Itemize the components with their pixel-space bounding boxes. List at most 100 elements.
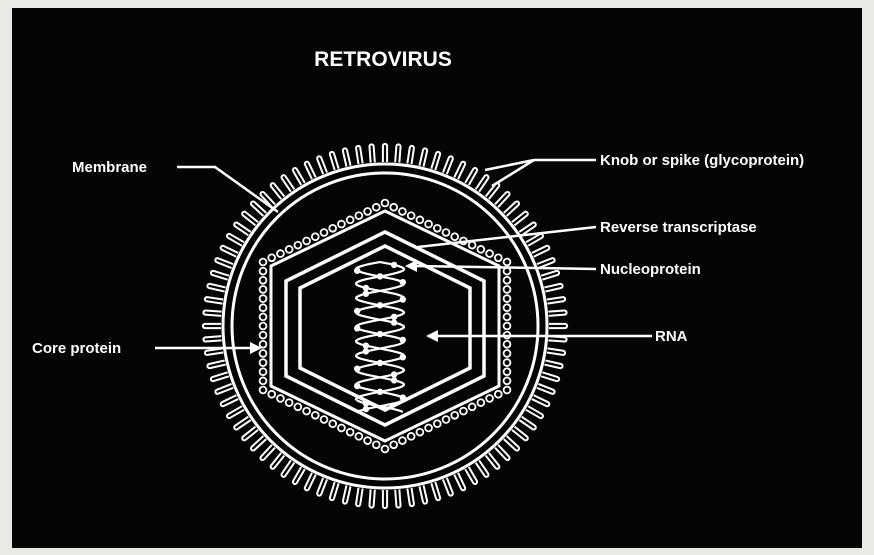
nucleoprotein-dot [268,391,275,398]
knob-spike [419,485,427,503]
knob-spike [512,427,528,441]
nucleoprotein-dot [286,246,293,253]
nucleoprotein-dot [260,350,267,357]
nucleoprotein-bead [363,343,369,349]
knob-spike [343,148,351,166]
nucleoprotein-dot [495,391,502,398]
nucleoprotein-dot [260,295,267,302]
nucleoprotein-dot [416,429,423,436]
knob-spike [454,162,465,179]
nucleoprotein-dot [321,229,328,236]
nucleoprotein-dot [338,425,345,432]
knob-spike [293,168,305,185]
knob-spike [383,144,387,162]
nucleoprotein-dot [260,286,267,293]
nucleoprotein-dot [504,377,511,384]
nucleoprotein-dot [355,212,362,219]
nucleoprotein-dot [425,221,432,228]
knob-spike [532,246,549,257]
nucleoprotein-bead [391,371,397,377]
nucleoprotein-bead [363,348,369,354]
knob-spike [356,488,363,506]
nucleoprotein-bead [377,360,383,366]
nucleoprotein-dot [469,242,476,249]
nucleoprotein-dot [451,233,458,240]
knob-spike [443,156,453,174]
knob-spike [356,146,363,164]
nucleoprotein-dot [399,208,406,215]
nucleoprotein-dot [504,359,511,366]
membrane-label: Membrane [72,159,147,176]
knob-spike [495,445,510,460]
knob-spike [476,175,489,192]
knob-spike [234,417,251,430]
knob-spike [242,427,258,441]
knob-spike [541,372,559,381]
nucleoprotein-dot [312,412,319,419]
knob-spike [504,201,519,216]
nucleoprotein-dot [260,341,267,348]
knob-spike [431,482,440,500]
rna-label: RNA [655,328,688,345]
knob-spike [203,336,221,341]
knob-spike [431,152,440,170]
knob-spike [343,485,351,503]
nucleoprotein-dot [260,359,267,366]
knob-spike [271,453,285,469]
nucleoprotein-arrowhead [405,260,417,272]
nucleoprotein-dot [434,225,441,232]
knob-spike [537,258,555,268]
knob-spike [544,360,562,368]
knob-spike [395,489,400,507]
nucleoprotein-dots [260,200,511,453]
nucleoprotein-dot [321,416,328,423]
nucleoprotein-dot [504,387,511,394]
membrane-leader-line [177,167,278,212]
nucleoprotein-dot [294,242,301,249]
knob-spike [221,246,238,257]
nucleoprotein-bead [400,279,406,285]
nucleoprotein-bead [354,383,360,389]
membrane-inner-ring [232,173,538,479]
nucleoprotein-dot [373,204,380,211]
nucleoprotein-bead [354,308,360,314]
knob-spike [260,445,275,460]
nucleoprotein-dot [504,341,511,348]
knob-spike [476,460,489,477]
nucleoprotein-bead [391,377,397,383]
nucleoprotein-bead [391,319,397,325]
nucleoprotein-dot [303,408,310,415]
nucleoprotein-dot [451,412,458,419]
nucleoprotein-bead [354,268,360,274]
nucleoprotein-dot [504,368,511,375]
nucleoprotein-bead [363,406,369,412]
nucleoprotein-bead [400,296,406,302]
nucleoprotein-dot [408,433,415,440]
rna-arrowhead [426,330,438,342]
nucleoprotein-bead [377,273,383,279]
nucleoprotein-leader-line [415,266,596,269]
nucleoprotein-dot [277,395,284,402]
knob-spike [203,310,221,315]
core-protein-label: Core protein [32,340,121,357]
nucleoprotein-dot [260,332,267,339]
nucleoprotein-dot [294,403,301,410]
nucleoprotein-dot [390,204,397,211]
nucleoprotein-bead [391,262,397,268]
knob-spike [211,271,229,280]
knob-spike [305,162,316,179]
nucleoprotein-dot [504,304,511,311]
knob-spike [234,223,250,236]
knob-spike [203,324,221,328]
nucleoprotein-bead [400,337,406,343]
knob-spike [282,175,295,192]
nucleoprotein-dot [260,387,267,394]
knob-spike [205,348,223,355]
nucleoprotein-bead [363,400,369,406]
knob-spike [465,467,477,484]
knob-label: Knob or spike (glycoprotein) [600,152,804,169]
nucleoprotein-dot [312,233,319,240]
nucleoprotein-bead [400,394,406,400]
knob-spike [330,482,339,500]
